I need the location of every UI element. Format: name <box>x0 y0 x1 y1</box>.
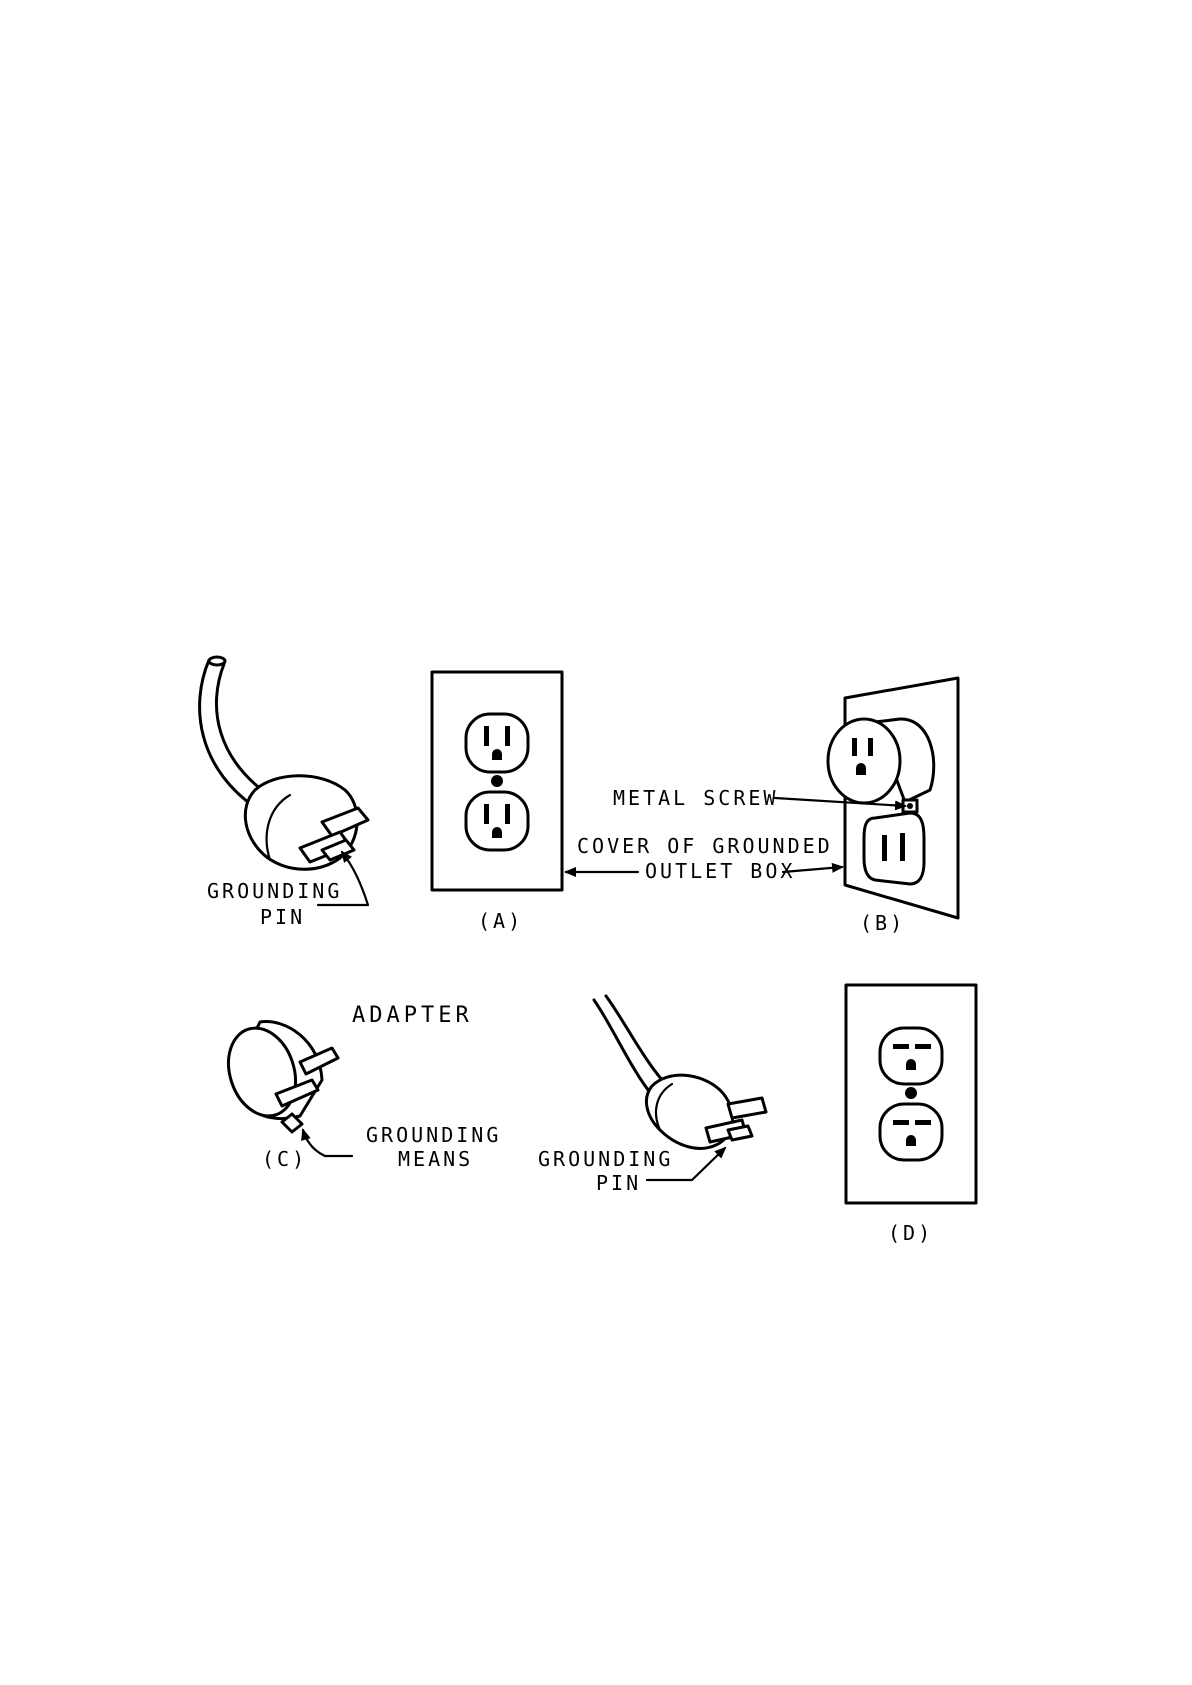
grounding-means-label-1: GROUNDING <box>366 1123 501 1147</box>
outlet-b-icon <box>828 678 958 918</box>
grounding-pin-label-bottom-1: GROUNDING <box>538 1147 673 1171</box>
adapter-label: ADAPTER <box>352 1003 473 1028</box>
figure-b-label: (B) <box>860 911 905 935</box>
grounding-pin-label-top-2: PIN <box>260 905 305 929</box>
figure-a-label: (A) <box>478 909 523 933</box>
figure-c-label: (C) <box>262 1147 307 1171</box>
cover-label-1: COVER OF GROUNDED <box>577 834 833 858</box>
outlet-d-icon <box>846 985 976 1203</box>
outlet-a-icon <box>432 672 562 890</box>
cover-label-2: OUTLET BOX <box>645 859 795 883</box>
plug-top-icon <box>200 657 368 905</box>
grounding-pin-label-bottom-2: PIN <box>596 1171 641 1195</box>
figure-d-label: (D) <box>888 1221 933 1245</box>
metal-screw-label: METAL SCREW <box>613 786 778 810</box>
grounding-pin-label-top-1: GROUNDING <box>207 879 342 903</box>
adapter-c-icon <box>218 1019 352 1156</box>
grounding-means-label-2: MEANS <box>398 1147 473 1171</box>
